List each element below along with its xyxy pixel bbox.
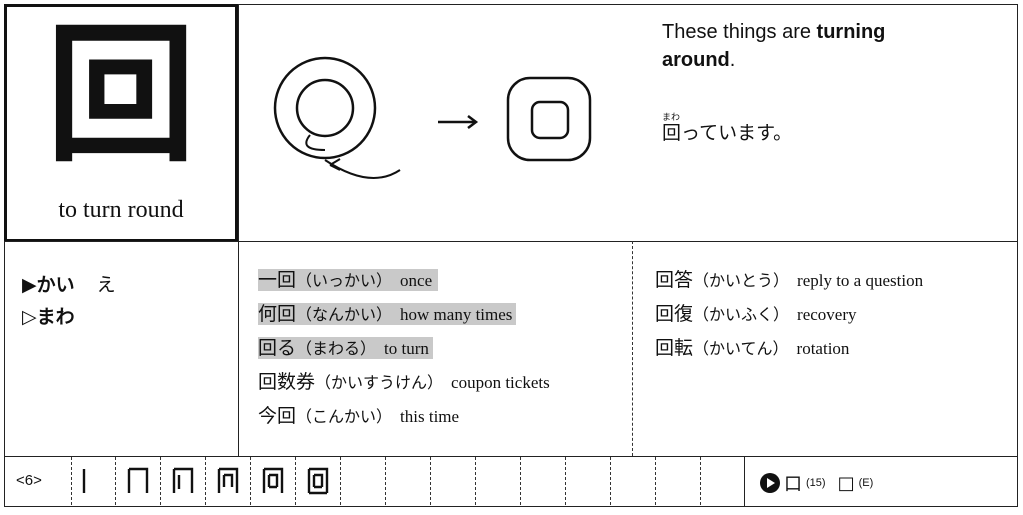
vocab-item: 回答（かいとう）reply to a question [655, 269, 924, 291]
description-english: These things are turning around. [662, 21, 886, 71]
play-icon [760, 473, 780, 493]
outer-tail [324, 159, 401, 179]
divider [744, 456, 745, 506]
divider [632, 241, 633, 456]
stroke-step [217, 467, 239, 493]
radical-number: (15) [806, 477, 826, 489]
stroke-count: <6> [16, 472, 42, 489]
stroke-order-cell [521, 457, 566, 505]
kanji-box: 回 to turn round [4, 4, 238, 242]
inner-circle [295, 78, 355, 138]
stroke-step [82, 469, 86, 493]
stroke-step [307, 467, 329, 495]
vocab-item: 回る（まわる）to turn [258, 331, 550, 365]
kanji-meaning: to turn round [58, 197, 184, 223]
stroke-order-cell [656, 457, 701, 505]
turning-illustration [273, 56, 592, 179]
radical-shape: □ [837, 472, 855, 494]
vocab-item: 何回（なんかい）how many times [258, 297, 550, 331]
stroke-order-cell [71, 457, 116, 505]
vocab-item: 回数券（かいすうけん）coupon tickets [258, 371, 550, 393]
stroke-order-cell [386, 457, 431, 505]
outer-circle [273, 56, 377, 160]
stroke-step [127, 467, 149, 493]
vocab-item: 回転（かいてん）rotation [655, 337, 850, 359]
kanji-character: 回 [45, 7, 196, 183]
stroke-order-cell [341, 457, 386, 505]
radical-info: 口 (15) □(E) [760, 470, 873, 496]
stroke-order-cell [431, 457, 476, 505]
stroke-step [262, 467, 284, 493]
reading-on: ▶かいえ [22, 274, 116, 296]
reading-kun: ▷まわ [22, 306, 75, 328]
divider [4, 456, 1018, 457]
stroke-order-cell [161, 457, 206, 505]
stroke-order-cell [116, 457, 161, 505]
outer-square [506, 76, 592, 162]
vocab-list-left: 一回（いっかい）once 何回（なんかい）how many times 回る（ま… [258, 263, 550, 433]
stroke-cell-divider [71, 457, 72, 505]
kanji-card [4, 4, 1018, 507]
stroke-step [172, 467, 194, 493]
vocab-item: 回復（かいふく）recovery [655, 303, 857, 325]
description-japanese: まわ回っています。 [662, 113, 793, 144]
vocab-item: 今回（こんかい）this time [258, 405, 460, 427]
divider [238, 4, 239, 242]
divider [238, 241, 239, 456]
radical-label: (E) [858, 477, 874, 489]
stroke-order-cell [251, 457, 296, 505]
inner-square [530, 100, 570, 140]
stroke-order-cell [476, 457, 521, 505]
divider [4, 241, 1018, 242]
radical-char: 口 [784, 474, 802, 495]
vocab-list-right: 回答（かいとう）reply to a question 回復（かいふく）reco… [655, 263, 923, 365]
inner-arrow [305, 134, 326, 151]
stroke-order-cell [611, 457, 656, 505]
stroke-order-cell [566, 457, 611, 505]
stroke-order-cell [701, 457, 746, 505]
vocab-item: 一回（いっかい）once [258, 263, 550, 297]
stroke-order-cell [296, 457, 341, 505]
stroke-order-cell [206, 457, 251, 505]
arrowhead [329, 158, 341, 171]
